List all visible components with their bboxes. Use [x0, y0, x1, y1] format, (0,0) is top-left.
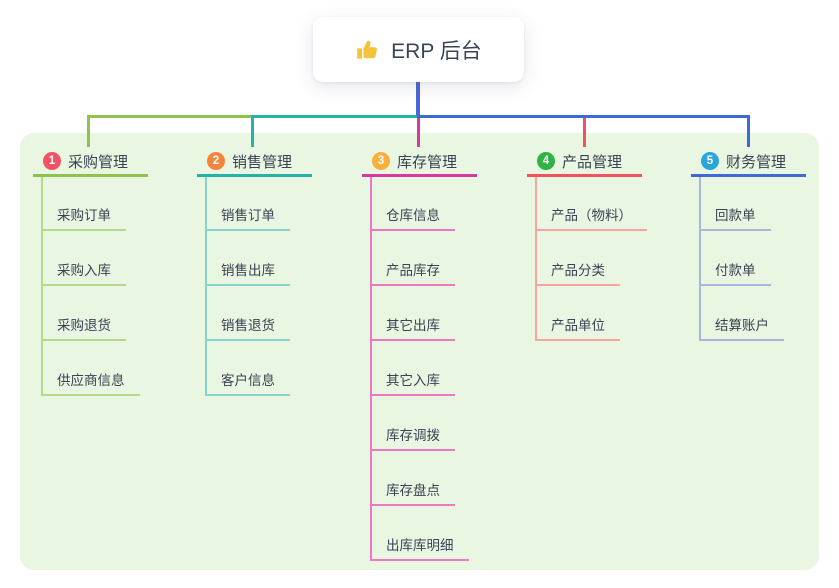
branch-drop-line: [251, 118, 254, 147]
branch-drop-line: [87, 118, 90, 147]
branch-node-5[interactable]: 5 财务管理: [691, 148, 806, 177]
branch-label: 产品管理: [562, 153, 623, 171]
branch-5: 5 财务管理回款单付款单结算账户: [691, 148, 806, 341]
child-node[interactable]: 采购退货: [41, 317, 126, 341]
thumbs-up-icon: [357, 40, 378, 59]
children-connector-line: [205, 177, 207, 396]
child-node[interactable]: 供应商信息: [41, 372, 140, 396]
branch-label: 销售管理: [232, 153, 293, 171]
branches-panel: [20, 133, 819, 570]
children-connector-line: [370, 177, 372, 561]
child-node[interactable]: 回款单: [699, 207, 771, 231]
root-node[interactable]: ERP 后台: [313, 17, 524, 82]
child-node[interactable]: 库存盘点: [370, 482, 455, 506]
child-node[interactable]: 采购入库: [41, 262, 126, 286]
branch-2: 2 销售管理销售订单销售出库销售退货客户信息: [197, 148, 312, 396]
child-node[interactable]: 结算账户: [699, 317, 784, 341]
children-connector-line: [535, 177, 537, 341]
children-connector-line: [699, 177, 701, 341]
branch-drop-line: [747, 118, 750, 147]
child-node[interactable]: 采购订单: [41, 207, 126, 231]
bus-line-right: [417, 115, 750, 118]
branch-label: 库存管理: [397, 153, 458, 171]
root-node-label: ERP 后台: [391, 39, 482, 63]
child-node[interactable]: 销售出库: [205, 262, 290, 286]
child-node[interactable]: 库存调拨: [370, 427, 455, 451]
branch-label: 采购管理: [68, 153, 129, 171]
child-node[interactable]: 其它入库: [370, 372, 455, 396]
child-node[interactable]: 客户信息: [205, 372, 290, 396]
child-node[interactable]: 销售订单: [205, 207, 290, 231]
branch-3: 3 库存管理仓库信息产品库存其它出库其它入库库存调拨库存盘点出库库明细: [362, 148, 477, 561]
child-node[interactable]: 产品单位: [535, 317, 620, 341]
branch-node-2[interactable]: 2 销售管理: [197, 148, 312, 177]
child-node[interactable]: 产品分类: [535, 262, 620, 286]
branch-number-badge: 5: [701, 152, 719, 170]
children-connector-line: [41, 177, 43, 396]
branch-number-badge: 4: [537, 152, 555, 170]
branch-4: 4 产品管理产品（物料） 产品分类产品单位: [527, 148, 647, 341]
branch-drop-line: [417, 118, 420, 147]
child-node[interactable]: 产品库存: [370, 262, 455, 286]
child-node[interactable]: 销售退货: [205, 317, 290, 341]
bus-line-middle: [251, 115, 417, 118]
branch-1: 1 采购管理采购订单采购入库采购退货供应商信息: [33, 148, 148, 396]
root-connector-line: [416, 82, 420, 118]
child-node[interactable]: 付款单: [699, 262, 771, 286]
bus-line-left: [87, 115, 251, 118]
branch-number-badge: 2: [207, 152, 225, 170]
branch-label: 财务管理: [726, 153, 787, 171]
branch-number-badge: 3: [372, 152, 390, 170]
branch-node-4[interactable]: 4 产品管理: [527, 148, 642, 177]
branch-drop-line: [583, 118, 586, 147]
child-node[interactable]: 仓库信息: [370, 207, 455, 231]
branch-number-badge: 1: [43, 152, 61, 170]
child-node[interactable]: 产品（物料）: [535, 207, 647, 231]
branch-node-3[interactable]: 3 库存管理: [362, 148, 477, 177]
child-node[interactable]: 出库库明细: [370, 537, 469, 561]
child-node[interactable]: 其它出库: [370, 317, 455, 341]
branch-node-1[interactable]: 1 采购管理: [33, 148, 148, 177]
